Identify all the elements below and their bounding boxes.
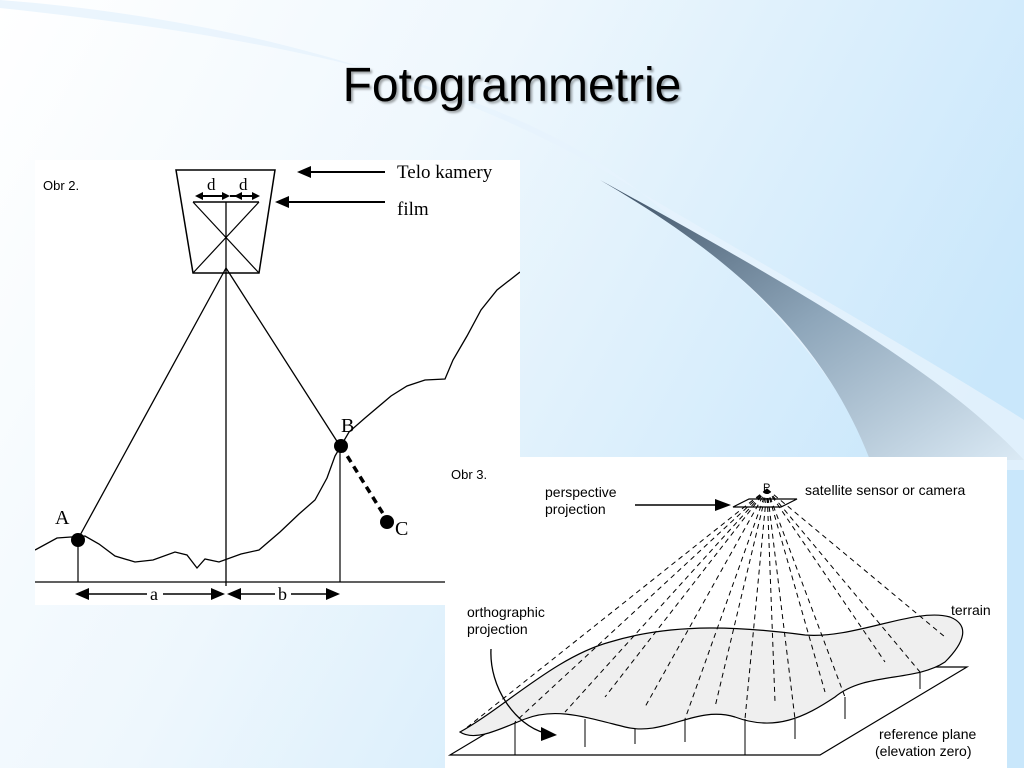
terrain-profile [35, 271, 520, 570]
figure-3-caption: Obr 3. [451, 467, 487, 482]
sensor-label: satellite sensor or camera [805, 482, 966, 498]
reference-label-line-1: reference plane [879, 726, 977, 742]
ray-to-b [225, 267, 341, 447]
perspective-label-line-2: projection [545, 501, 606, 517]
reference-label-line-2: (elevation zero) [875, 743, 972, 759]
camera-body-label: Telo kamery [397, 162, 493, 183]
figure-2-camera-diagram: Obr 2. d d Telo kamery film A B C a b [35, 160, 520, 605]
perspective-rays [464, 488, 946, 730]
terrain-label: terrain [951, 602, 991, 618]
point-a-marker [71, 533, 85, 547]
orthographic-label-line-2: projection [467, 621, 528, 637]
sensor-plane [732, 498, 798, 508]
perspective-arrow [715, 499, 731, 511]
point-a-label: A [55, 507, 70, 529]
figure-2-caption: Obr 2. [43, 178, 79, 193]
point-c-marker [380, 515, 394, 529]
point-c-label: C [395, 518, 408, 540]
d-label-left: d [207, 175, 216, 194]
film-arrow [275, 196, 289, 208]
slide-title: Fotogrammetrie [342, 59, 682, 112]
film-label: film [397, 199, 429, 220]
figure-3-projection-diagram: Obr 3. P perspective projection [445, 457, 1007, 768]
terrain-surface [458, 614, 964, 737]
distance-a-label: a [150, 584, 158, 604]
point-p-label: P [763, 482, 770, 494]
decorative-swoosh-dark [600, 180, 1024, 460]
perspective-label-line-1: perspective [545, 484, 617, 500]
orthographic-lines [514, 672, 921, 755]
ray-to-a [77, 267, 227, 540]
d-label-right: d [239, 175, 248, 194]
point-b-label: B [341, 415, 354, 437]
orthographic-label-line-1: orthographic [467, 604, 545, 620]
orthographic-arrow [490, 648, 546, 734]
distance-b-label: b [278, 584, 287, 604]
camera-body-arrow [297, 166, 311, 178]
